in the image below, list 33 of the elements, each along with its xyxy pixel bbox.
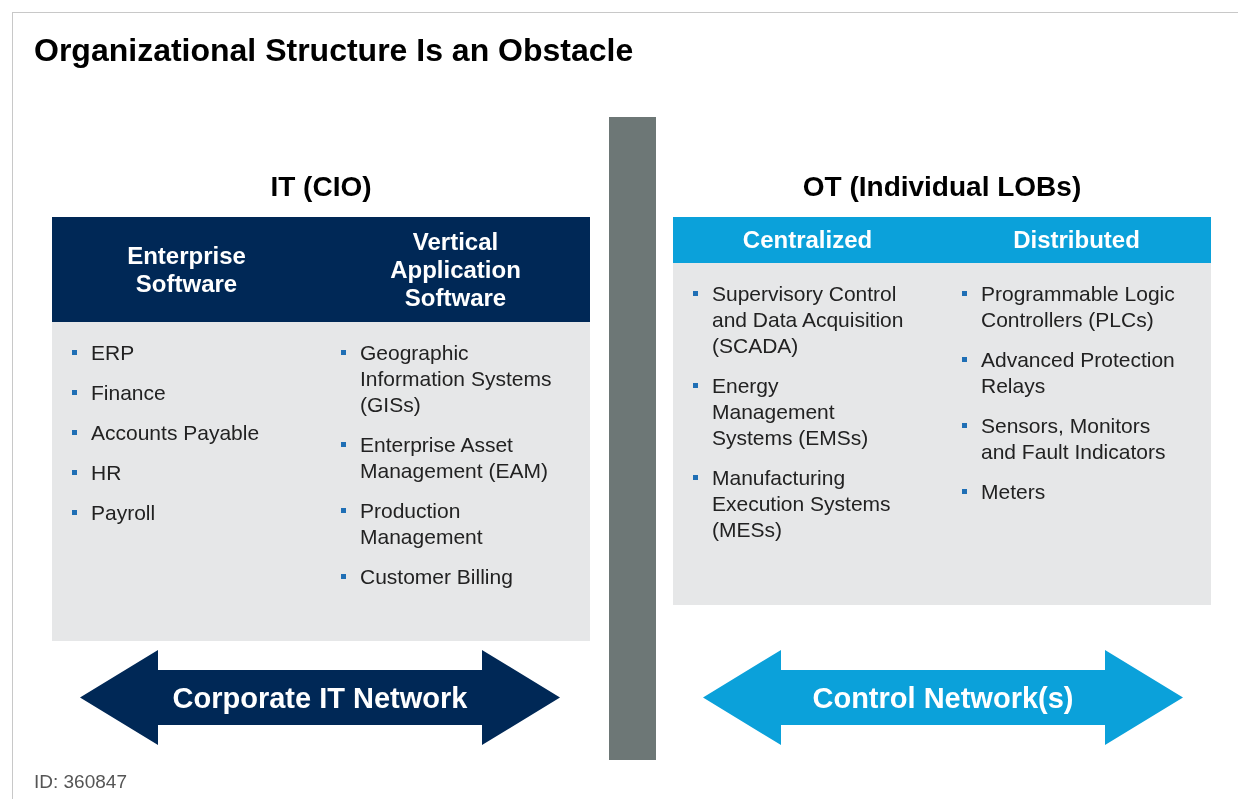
column-header: Enterprise Software	[52, 217, 321, 322]
column-header: Distributed	[942, 217, 1211, 263]
divider-bar	[609, 117, 656, 760]
list-item: Production Management	[360, 498, 484, 550]
column-panel	[673, 217, 942, 605]
list-item: Accounts Payable	[91, 420, 260, 446]
list-item: Sensors, Monitors and Fault Indicators	[981, 413, 1167, 465]
list-item: HR	[91, 460, 122, 486]
list-item: Manufacturing Execution Systems (MESs)	[712, 465, 892, 543]
list-item: Energy Management Systems (EMSs)	[712, 373, 870, 451]
figure-id: ID: 360847	[34, 770, 127, 794]
list-item: Finance	[91, 380, 166, 406]
panel-heading: IT (CIO)	[269, 170, 373, 204]
list-item: Programmable Logic Controllers (PLCs)	[981, 281, 1175, 333]
column-header: Vertical Application Software	[321, 217, 590, 322]
list-item: Supervisory Control and Data Acquisition (SCADA)	[712, 281, 905, 359]
double-arrow	[703, 650, 1183, 745]
column-panel	[52, 217, 321, 641]
title: Organizational Structure Is an Obstacle	[34, 31, 634, 70]
arrow-label: Control Network(s)	[812, 680, 1074, 715]
list-item: Customer Billing	[360, 564, 513, 590]
column-panel	[942, 217, 1211, 605]
double-arrow	[80, 650, 560, 745]
list-item: Enterprise Asset Management (EAM)	[360, 432, 549, 484]
list-item: Geographic Information Systems (GISs)	[360, 340, 553, 418]
panel-heading: OT (Individual LOBs)	[801, 170, 1083, 204]
list-item: Advanced Protection Relays	[981, 347, 1175, 399]
column-header: Centralized	[673, 217, 942, 263]
list-item: Meters	[981, 479, 1046, 505]
list-item: ERP	[91, 340, 135, 366]
list-item: Payroll	[91, 500, 156, 526]
column-panel	[321, 217, 590, 641]
arrow-label: Corporate IT Network	[172, 680, 468, 715]
